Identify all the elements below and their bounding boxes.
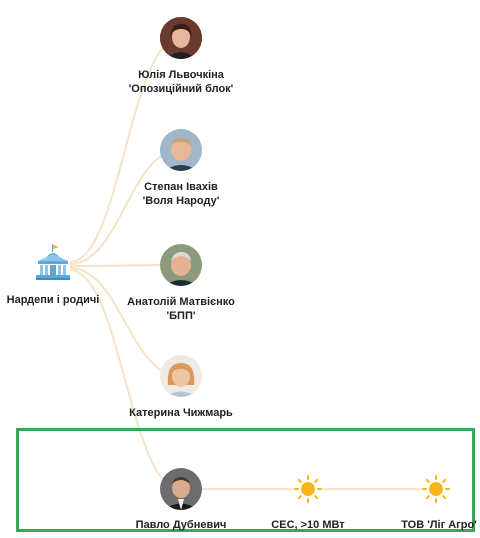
asset-label: ТОВ 'Ліг Агро' bbox=[401, 519, 477, 531]
portrait-photo bbox=[160, 129, 202, 171]
portrait-photo bbox=[160, 355, 202, 397]
person-name: Юлія Львочкіна bbox=[138, 69, 224, 81]
person-party: 'Опозиційний блок' bbox=[128, 83, 234, 95]
parliament-building-icon bbox=[36, 244, 70, 280]
portrait-photo bbox=[160, 17, 202, 59]
person-party: 'БПП' bbox=[166, 310, 196, 322]
person-name: Павло Дубневич bbox=[135, 519, 227, 531]
sun-icon bbox=[422, 475, 450, 503]
root-label: Нардепи і родичі bbox=[6, 294, 100, 306]
portrait-photo bbox=[160, 468, 202, 510]
portrait-photo bbox=[160, 244, 202, 286]
person-party: 'Воля Народу' bbox=[142, 195, 220, 207]
asset-label: СЕС, >10 МВт bbox=[271, 519, 345, 531]
sun-icon bbox=[294, 475, 322, 503]
person-name: Катерина Чижмарь bbox=[129, 407, 233, 419]
person-name: Анатолій Матвієнко bbox=[127, 296, 235, 308]
highlight-frame bbox=[16, 428, 475, 532]
person-name: Степан Івахів bbox=[144, 181, 218, 193]
